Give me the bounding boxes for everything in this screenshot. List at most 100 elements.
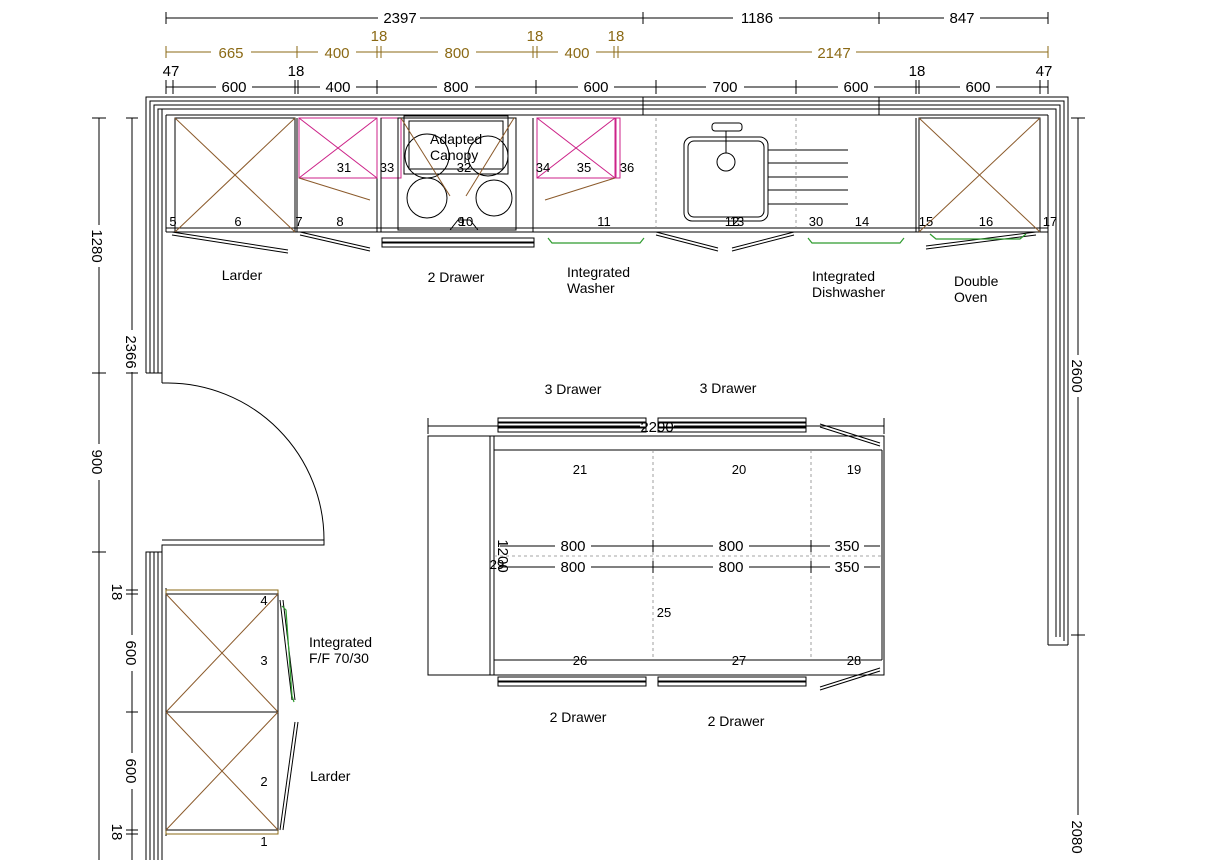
dim-600-a: 600 xyxy=(221,79,246,96)
label-2-drawer-island-a: 2 Drawer xyxy=(550,709,607,725)
label-2-drawer-island-b: 2 Drawer xyxy=(708,713,765,729)
label-adapted-canopy-line1: Adapted xyxy=(430,131,482,147)
unit-number: 12 xyxy=(725,214,739,229)
unit-number: 10 xyxy=(459,214,473,229)
unit-number: 36 xyxy=(620,160,634,175)
island: 2290 1200 800 800 350 800 800 350 xyxy=(427,417,885,691)
unit-number: 33 xyxy=(380,160,394,175)
dim-700: 700 xyxy=(712,79,737,96)
dim-18-a: 18 xyxy=(371,28,388,45)
unit-labels: Larder 2 Drawer Integrated Washer Integr… xyxy=(222,131,999,784)
unit-number: 4 xyxy=(260,593,267,608)
dim-47-left: 47 xyxy=(163,63,180,80)
dim-600-left-a: 600 xyxy=(122,640,139,665)
door-swing-arc xyxy=(162,382,325,541)
dim-18-c: 18 xyxy=(608,28,625,45)
unit-number: 16 xyxy=(979,214,993,229)
unit-number: 5 xyxy=(169,214,176,229)
unit-number: 13 xyxy=(730,214,744,229)
dim-18-left-a: 18 xyxy=(108,584,125,601)
dim-island-800-a: 800 xyxy=(560,538,585,555)
dim-600-d: 600 xyxy=(965,79,990,96)
unit-number: 1 xyxy=(260,834,267,849)
dim-18-left: 18 xyxy=(288,63,305,80)
unit-number: 28 xyxy=(847,653,861,668)
label-integrated-dishwasher-line2: Dishwasher xyxy=(812,284,885,300)
dim-800-b: 800 xyxy=(443,79,468,96)
top-dimensions-row3: 47 600 18 400 800 600 700 600 18 600 47 xyxy=(163,63,1053,96)
label-integrated-ff-line2: F/F 70/30 xyxy=(309,650,369,666)
label-larder-top: Larder xyxy=(222,267,263,283)
dim-island-800-d: 800 xyxy=(718,559,743,576)
dim-18-left-b: 18 xyxy=(108,824,125,841)
top-run-cabinets xyxy=(166,115,1048,254)
dim-800: 800 xyxy=(444,45,469,62)
dim-18-right: 18 xyxy=(909,63,926,80)
unit-number: 30 xyxy=(809,214,823,229)
label-integrated-washer-line2: Washer xyxy=(567,280,615,296)
dim-900-door: 900 xyxy=(88,449,105,474)
dim-island-1200: 1200 xyxy=(494,539,511,572)
dim-600-left-b: 600 xyxy=(122,758,139,783)
label-integrated-ff-line1: Integrated xyxy=(309,634,372,650)
unit-number: 34 xyxy=(536,160,550,175)
dim-400-b: 400 xyxy=(564,45,589,62)
unit-number: 3 xyxy=(260,653,267,668)
unit-number: 6 xyxy=(234,214,241,229)
unit-number: 14 xyxy=(855,214,869,229)
dim-847: 847 xyxy=(949,10,974,27)
top-dimensions-row2: 665 18 400 18 800 18 400 2147 xyxy=(165,28,1049,62)
unit-number: 32 xyxy=(457,160,471,175)
dim-1186: 1186 xyxy=(741,10,773,27)
top-dimensions-row1: 2397 1186 847 xyxy=(165,8,1049,27)
unit-number: 25 xyxy=(657,605,671,620)
walls xyxy=(145,96,1069,860)
dim-18-b: 18 xyxy=(527,28,544,45)
label-3-drawer-b: 3 Drawer xyxy=(700,380,757,396)
dim-665: 665 xyxy=(218,45,243,62)
right-dimensions: 2600 2080 xyxy=(1067,117,1089,860)
unit-number: 20 xyxy=(732,462,746,477)
dim-2147: 2147 xyxy=(817,45,850,62)
unit-number: 35 xyxy=(577,160,591,175)
label-double-oven-line1: Double xyxy=(954,273,999,289)
dim-2397: 2397 xyxy=(383,10,416,27)
dim-1280: 1280 xyxy=(88,229,105,262)
unit-number: 9 xyxy=(457,214,464,229)
unit-number: 31 xyxy=(337,160,351,175)
unit-number: 27 xyxy=(732,653,746,668)
unit-number: 2 xyxy=(260,774,267,789)
unit-numbers: 1 2 3 4 5 6 7 8 9 10 11 12 13 14 15 16 1… xyxy=(169,160,1057,849)
label-2-drawer-top: 2 Drawer xyxy=(428,269,485,285)
label-double-oven-line2: Oven xyxy=(954,289,987,305)
dim-47-right: 47 xyxy=(1036,63,1053,80)
unit-number: 29 xyxy=(490,557,504,572)
dim-600-b: 600 xyxy=(583,79,608,96)
dim-400-a: 400 xyxy=(324,45,349,62)
dim-2080: 2080 xyxy=(1068,820,1085,853)
left-dimensions: 1280 900 2366 18 600 600 18 xyxy=(88,117,142,860)
left-lower-run xyxy=(165,589,299,835)
unit-number: 21 xyxy=(573,462,587,477)
unit-number: 17 xyxy=(1043,214,1057,229)
dim-island-800-c: 800 xyxy=(560,559,585,576)
dim-island-800-b: 800 xyxy=(718,538,743,555)
unit-number: 26 xyxy=(573,653,587,668)
dim-2600: 2600 xyxy=(1068,359,1085,392)
dim-400-c: 400 xyxy=(325,79,350,96)
unit-number: 19 xyxy=(847,462,861,477)
label-integrated-dishwasher-line1: Integrated xyxy=(812,268,875,284)
unit-number: 8 xyxy=(336,214,343,229)
label-larder-left: Larder xyxy=(310,768,351,784)
unit-number: 15 xyxy=(919,214,933,229)
unit-number: 7 xyxy=(295,214,302,229)
dim-island-350-b: 350 xyxy=(834,559,859,576)
dim-2366: 2366 xyxy=(122,335,139,368)
label-integrated-washer-line1: Integrated xyxy=(567,264,630,280)
dim-600-c: 600 xyxy=(843,79,868,96)
dim-island-350-a: 350 xyxy=(834,538,859,555)
label-3-drawer-a: 3 Drawer xyxy=(545,381,602,397)
unit-number: 11 xyxy=(597,214,611,229)
